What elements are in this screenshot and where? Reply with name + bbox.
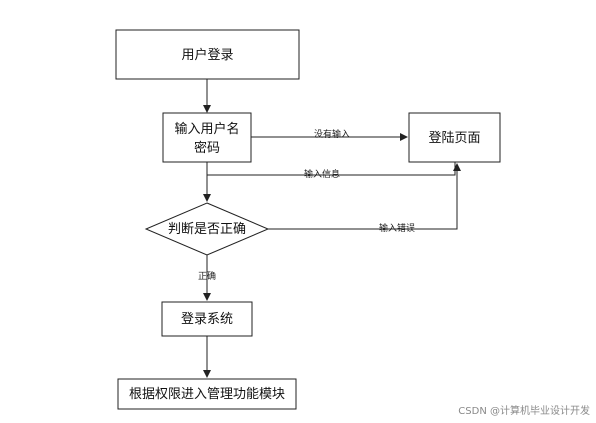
edge-judge-to-loginpage	[268, 163, 461, 230]
node-user-login-label: 用户登录	[181, 47, 233, 63]
node-login-system-label: 登录系统	[181, 312, 233, 327]
node-login-system: 登录系统	[161, 301, 253, 337]
node-input-line2: 密码	[194, 140, 220, 156]
node-user-login: 用户登录	[115, 29, 300, 80]
node-input-line1: 输入用户名	[174, 121, 239, 137]
node-permission-modules-label: 根据权限进入管理功能模块	[129, 386, 285, 402]
node-login-page: 登陆页面	[408, 112, 501, 163]
edge-label-input-error: 输入错误	[379, 222, 415, 234]
node-judge-diamond: 判断是否正确	[144, 202, 270, 256]
node-input-credentials: 输入用户名 密码	[162, 112, 252, 163]
edge-label-input-info: 输入信息	[304, 168, 340, 180]
node-login-page-label: 登陆页面	[428, 130, 480, 146]
edge-label-correct: 正确	[198, 270, 216, 282]
edge-label-no-input: 没有输入	[314, 128, 350, 140]
node-permission-modules: 根据权限进入管理功能模块	[117, 378, 297, 410]
csdn-watermark: CSDN @计算机毕业设计开发	[458, 406, 590, 417]
node-judge-label: 判断是否正确	[168, 222, 246, 237]
